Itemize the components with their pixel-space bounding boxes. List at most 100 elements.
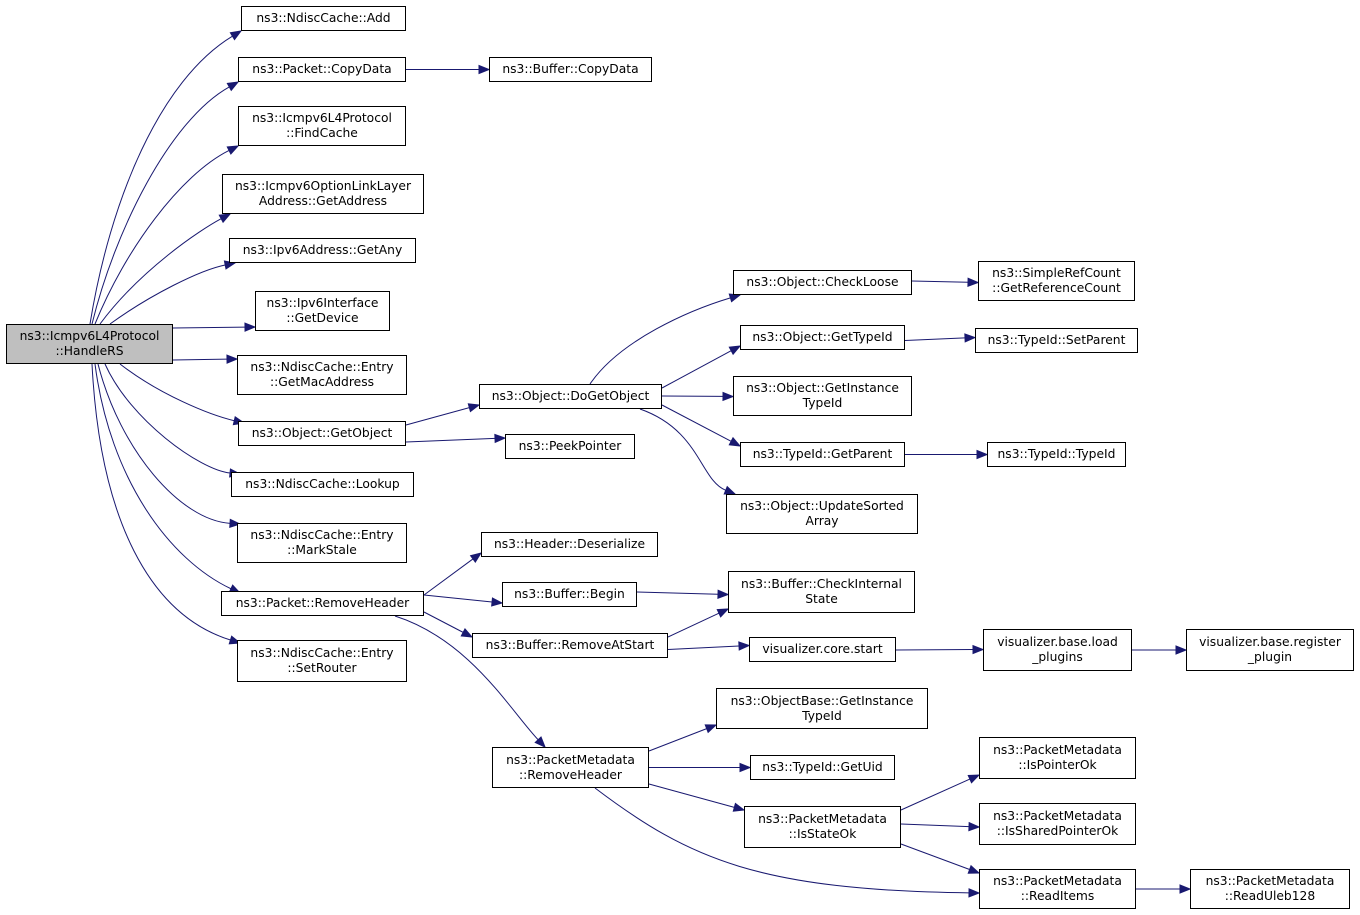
node-pm-readitems[interactable]: ns3::PacketMetadata::ReadItems: [979, 869, 1136, 909]
node-label-line: ns3::TypeId::GetUid: [762, 760, 883, 774]
node-object-getobject[interactable]: ns3::Object::GetObject: [238, 421, 406, 446]
node-label-line: ns3::Object::DoGetObject: [491, 389, 650, 403]
node-ndisc-add[interactable]: ns3::NdiscCache::Add: [241, 6, 406, 31]
node-ipv6-getany[interactable]: ns3::Ipv6Address::GetAny: [229, 238, 416, 263]
node-header-deserialize[interactable]: ns3::Header::Deserialize: [481, 532, 658, 557]
node-label-line: ::RemoveHeader: [519, 767, 622, 782]
node-label-line: ns3::Icmpv6L4Protocol: [252, 111, 392, 125]
node-label-line: _plugins: [1032, 650, 1083, 664]
arrowhead: [467, 403, 481, 413]
arrowhead: [976, 449, 989, 460]
node-label-line: ns3::Buffer::RemoveAtStart: [485, 638, 655, 652]
node-label-line: ns3::PacketMetadata: [506, 752, 635, 767]
node-label-line: ns3::NdiscCache::Lookup: [245, 477, 400, 491]
node-vis-core-start[interactable]: visualizer.core.start: [749, 637, 896, 662]
node-label-line: ns3::PacketMetadata: [993, 809, 1122, 823]
node-label-line: ns3::Object::GetObject: [251, 426, 393, 440]
node-label-line: ::ReadUleb128: [1224, 889, 1316, 903]
node-vis-register-plugin[interactable]: visualizer.base.register_plugin: [1186, 629, 1354, 671]
node-packet-removeheader[interactable]: ns3::Packet::RemoveHeader: [221, 591, 424, 616]
node-entry-setrouter[interactable]: ns3::NdiscCache::Entry::SetRouter: [237, 640, 407, 682]
edge-buffer-removeatstart-to-buffer-checkinternal: [667, 612, 720, 638]
edge-root-to-entry-getmac: [172, 358, 228, 361]
arrowhead: [218, 213, 232, 224]
node-entry-markstale[interactable]: ns3::NdiscCache::Entry::MarkStale: [237, 523, 407, 563]
node-typeid-typeid[interactable]: ns3::TypeId::TypeId: [987, 442, 1126, 467]
node-label-line: ns3::Ipv6Interface: [266, 296, 379, 310]
edge-root-to-ndisc-add: [89, 35, 233, 325]
node-buffer-begin[interactable]: ns3::Buffer::Begin: [502, 582, 637, 607]
node-object-dogetobject[interactable]: ns3::Object::DoGetObject: [479, 384, 662, 409]
node-label-line: visualizer.base.load: [997, 635, 1118, 649]
node-label-line: ::IsStateOk: [788, 827, 857, 841]
edge-root-to-entry-markstale: [97, 363, 231, 524]
arrowhead: [1179, 884, 1192, 894]
edge-buffer-begin-to-buffer-checkinternal: [636, 591, 719, 595]
node-ndisc-lookup[interactable]: ns3::NdiscCache::Lookup: [231, 472, 414, 497]
node-label-line: ns3::TypeId::SetParent: [987, 333, 1126, 347]
edge-root-to-object-getobject: [119, 363, 235, 422]
node-object-checkloose[interactable]: ns3::Object::CheckLoose: [733, 270, 912, 295]
node-label-line: ns3::TypeId::GetParent: [752, 447, 893, 461]
node-pm-isstateok[interactable]: ns3::PacketMetadata::IsStateOk: [744, 806, 901, 848]
arrowhead: [728, 345, 742, 356]
edge-root-to-ndisc-lookup: [104, 363, 231, 474]
arrowhead: [229, 518, 242, 529]
node-pm-readuleb128[interactable]: ns3::PacketMetadata::ReadUleb128: [1190, 869, 1350, 909]
arrowhead: [732, 802, 746, 812]
arrowhead: [717, 589, 730, 599]
node-simplerefcount[interactable]: ns3::SimpleRefCount::GetReferenceCount: [978, 261, 1135, 301]
edge-buffer-removeatstart-to-vis-core-start: [667, 645, 740, 650]
node-object-gettypeid[interactable]: ns3::Object::GetTypeId: [740, 325, 905, 350]
node-label-line: ns3::Header::Deserialize: [493, 537, 646, 551]
node-label-line: ns3::Object::UpdateSorted: [740, 499, 904, 513]
arrowhead: [728, 293, 742, 303]
node-packet-copydata[interactable]: ns3::Packet::CopyData: [238, 57, 406, 82]
arrowhead: [494, 433, 507, 444]
node-typeid-setparent[interactable]: ns3::TypeId::SetParent: [975, 328, 1138, 353]
node-label-line: State: [805, 592, 838, 606]
arrowhead: [226, 81, 240, 92]
node-label-line: ns3::PacketMetadata: [1205, 874, 1335, 888]
node-label-line: ns3::NdiscCache::Entry: [250, 646, 394, 660]
node-label-line: ns3::Icmpv6L4Protocol: [19, 329, 160, 343]
node-typeid-getparent[interactable]: ns3::TypeId::GetParent: [740, 442, 905, 467]
edge-object-checkloose-to-simplerefcount: [911, 280, 969, 283]
node-label-line: ns3::Buffer::CheckInternal: [741, 577, 902, 591]
node-label-line: ns3::NdiscCache::Add: [256, 11, 391, 25]
node-pm-issharedpointerok[interactable]: ns3::PacketMetadata::IsSharedPointerOk: [979, 803, 1136, 845]
edge-packet-removeheader-to-pm-removeheader: [394, 615, 539, 741]
node-peekpointer[interactable]: ns3::PeekPointer: [505, 434, 635, 459]
node-label-line: ::GetDevice: [286, 311, 359, 325]
edge-object-dogetobject-to-typeid-getparent: [661, 404, 732, 442]
node-entry-getmac[interactable]: ns3::NdiscCache::Entry::GetMacAddress: [237, 355, 407, 395]
node-label-line: ns3::NdiscCache::Entry: [250, 528, 394, 542]
node-typeid-getuid[interactable]: ns3::TypeId::GetUid: [750, 755, 895, 780]
arrowhead: [460, 627, 474, 638]
arrowhead: [478, 64, 491, 75]
edge-packet-removeheader-to-buffer-begin: [423, 594, 493, 603]
arrowhead: [1175, 645, 1188, 655]
arrowhead: [967, 864, 981, 874]
node-pm-ispointerok[interactable]: ns3::PacketMetadata::IsPointerOk: [979, 737, 1136, 779]
arrowhead: [738, 641, 751, 651]
edge-pm-isstateok-to-pm-issharedpointerok: [900, 823, 970, 828]
node-label-line: ::SetRouter: [287, 661, 357, 675]
node-label-line: _plugin: [1247, 650, 1293, 664]
node-buffer-copydata[interactable]: ns3::Buffer::CopyData: [489, 57, 652, 82]
node-findcache[interactable]: ns3::Icmpv6L4Protocol::FindCache: [238, 106, 406, 146]
node-vis-load-plugins[interactable]: visualizer.base.load_plugins: [983, 629, 1132, 671]
node-label-line: Address::GetAddress: [258, 194, 388, 208]
node-ipv6if-getdevice[interactable]: ns3::Ipv6Interface::GetDevice: [255, 291, 390, 331]
node-buffer-removeatstart[interactable]: ns3::Buffer::RemoveAtStart: [472, 633, 668, 658]
edge-object-dogetobject-to-object-gettypeid: [661, 350, 732, 389]
arrowhead: [491, 597, 504, 607]
arrowhead: [722, 391, 735, 402]
node-pm-removeheader[interactable]: ns3::PacketMetadata::RemoveHeader: [492, 747, 649, 788]
